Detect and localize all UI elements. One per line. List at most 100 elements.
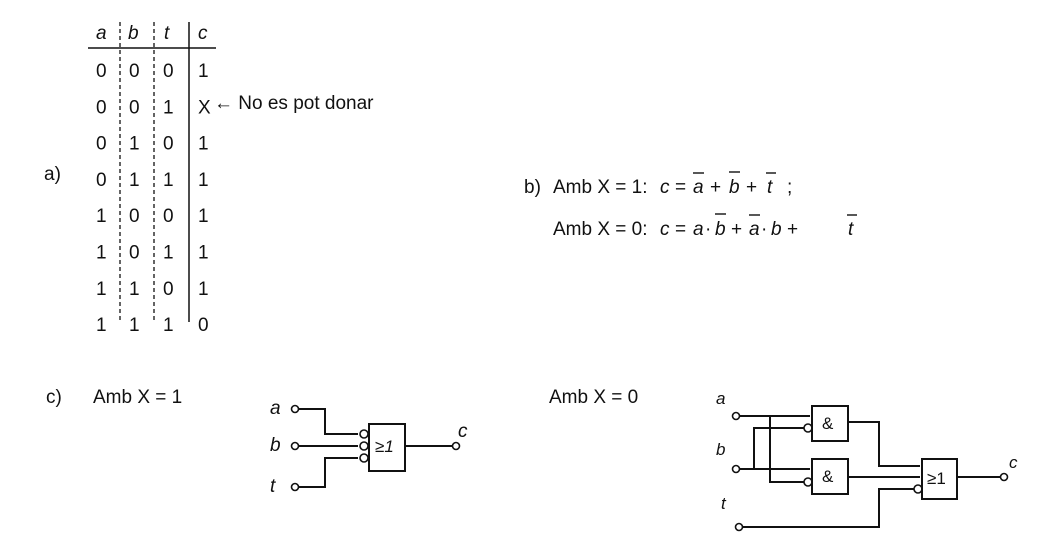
wire-and1-to-or [848, 421, 920, 467]
input-pin-b [290, 441, 300, 451]
inverter-bubble-a [359, 429, 369, 439]
wire-a [299, 408, 358, 435]
part-a-label: a) [44, 164, 61, 185]
expr2-dot1: · [705, 219, 711, 240]
inverter-bubble-a-and2 [803, 477, 813, 487]
table-cell: 0 [129, 206, 140, 227]
part-b-label: b) [524, 177, 541, 198]
expr1-t-not: t [767, 177, 773, 198]
table-cell: 0 [96, 134, 107, 155]
header-c: c [198, 23, 208, 44]
and-gate-1 [811, 405, 849, 442]
table-cell: 1 [163, 243, 174, 264]
expr1-b-not: b [729, 177, 740, 198]
table-cell: 1 [96, 315, 107, 336]
input-label-b: b [270, 435, 281, 456]
or-gate-2-symbol: ≥1 [927, 469, 946, 488]
left-circuit-caption: Amb X = 1 [93, 387, 182, 408]
output-pin-c [451, 441, 461, 451]
inverter-bubble-t [359, 453, 369, 463]
table-cell: 0 [129, 243, 140, 264]
wire-b-to-and1 [753, 427, 804, 469]
table-cell: 1 [163, 315, 174, 336]
table-cell: 0 [163, 134, 174, 155]
table-cell: X [198, 97, 211, 118]
expr1-plus1: + [710, 177, 721, 198]
table-cell: 1 [163, 97, 174, 118]
table-cell: 1 [129, 279, 140, 300]
expr2-eq: = [675, 219, 686, 240]
output-label-c2: c [1009, 453, 1018, 472]
header-t: t [164, 23, 170, 44]
input-pin-t2 [734, 522, 744, 532]
or-gate-symbol: ≥1 [375, 437, 394, 456]
table-cell: 0 [129, 61, 140, 82]
and-gate-2-symbol: & [822, 467, 834, 486]
output-pin-c2 [999, 472, 1009, 482]
table-cell: 0 [96, 97, 107, 118]
output-label-c: c [458, 421, 468, 442]
table-cell: 1 [198, 206, 209, 227]
and-gate-2 [811, 458, 849, 495]
expr1-eq: = [675, 177, 686, 198]
expr2-plus1: + [731, 219, 742, 240]
expr2-b: b [771, 219, 782, 240]
table-cell: 1 [129, 134, 140, 155]
expr2-a-not: a [749, 219, 760, 240]
and-gate-1-symbol: & [822, 414, 834, 433]
wire-t [299, 457, 358, 488]
expr2-prefix: Amb X = 0: [553, 219, 648, 240]
table-cell: 1 [198, 243, 209, 264]
header-a: a [96, 23, 107, 44]
boolean-expressions: b) Amb X = 1: c = a + b + t ; Amb X = 0:… [524, 171, 857, 240]
expr2-b-not: b [715, 219, 726, 240]
input-label-t2: t [721, 494, 727, 513]
or-gate-2 [921, 458, 958, 500]
table-cell: 0 [96, 61, 107, 82]
circuit-x1: a b t ≥1 c [270, 398, 468, 497]
expr2-a: a [693, 219, 704, 240]
table-cell: 1 [129, 315, 140, 336]
expr1-a-not: a [693, 177, 704, 198]
input-pin-t [290, 482, 300, 492]
expr2-plus2: + [787, 219, 798, 240]
expr2-t-not: t [848, 219, 854, 240]
table-cell: 0 [163, 206, 174, 227]
wire-t-to-or [743, 488, 914, 528]
input-pin-a2 [731, 411, 741, 421]
input-label-t: t [270, 476, 276, 497]
table-cell: 1 [198, 279, 209, 300]
input-pin-b2 [731, 464, 741, 474]
right-circuit-caption: Amb X = 0 [549, 387, 638, 408]
input-label-a: a [270, 398, 281, 419]
table-cell: 1 [198, 134, 209, 155]
invalid-row-note: ← No es pot donar [214, 93, 374, 114]
wire-a-to-and2 [769, 416, 804, 483]
table-cell: 0 [163, 279, 174, 300]
inverter-bubble-b-and1 [803, 423, 813, 433]
expr1-plus2: + [746, 177, 757, 198]
table-cell: 1 [129, 170, 140, 191]
circuit-x0: a b t & & ≥1 c [716, 389, 1018, 532]
header-b: b [128, 23, 139, 44]
table-cell: 1 [96, 206, 107, 227]
table-cell: 1 [198, 170, 209, 191]
table-cell: 0 [163, 61, 174, 82]
table-cell: 1 [163, 170, 174, 191]
input-label-b2: b [716, 440, 725, 459]
table-cell: 1 [96, 243, 107, 264]
expr2-c: c [660, 219, 670, 240]
or-gate [368, 423, 406, 472]
table-cell: 0 [96, 170, 107, 191]
part-c-label: c) [46, 387, 62, 408]
table-cell: 1 [96, 279, 107, 300]
expr1-c: c [660, 177, 670, 198]
table-cell: 1 [198, 61, 209, 82]
expr1-semicolon: ; [787, 177, 792, 198]
input-label-a2: a [716, 389, 725, 408]
inverter-bubble-t-or [913, 484, 923, 494]
expr1-prefix: Amb X = 1: [553, 177, 648, 198]
